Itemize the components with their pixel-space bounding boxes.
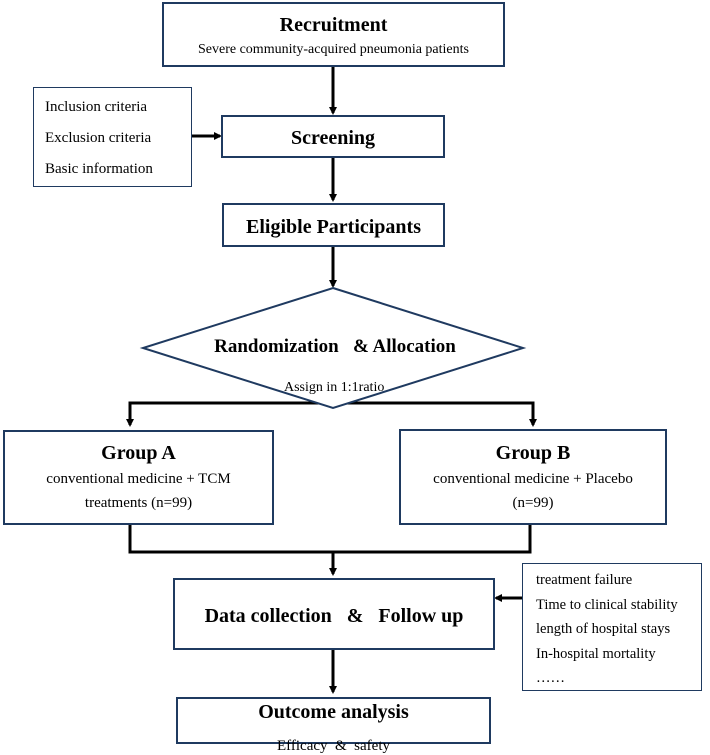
screening-box: Screening [221,115,445,158]
recruitment-subtitle: Severe community-acquired pneumonia pati… [198,42,469,57]
outcome-item: length of hospital stays [536,621,671,637]
outcome-item: treatment failure [536,572,633,588]
criteria-item: Inclusion criteria [45,99,148,115]
group-a-line1: conventional medicine + TCM [46,471,231,487]
assign-ratio-note: Assign in 1:1ratio [284,380,385,395]
group-b-line1: conventional medicine + Placebo [433,471,633,487]
eligible-title: Eligible Participants [246,216,421,238]
group-b-title: Group B [495,442,571,464]
eligible-box: Eligible Participants [222,203,445,247]
randomization-label: Randomization & Allocation [214,336,456,357]
criteria-item: Basic information [45,161,153,177]
group-b-box: Group B conventional medicine + Placebo … [399,429,667,525]
criteria-box: Inclusion criteria Exclusion criteria Ba… [33,87,192,187]
outcome-analysis-box: Outcome analysis Efficacy & safety [176,697,491,754]
recruitment-box: Recruitment Severe community-acquired pn… [162,2,505,67]
criteria-item: Exclusion criteria [45,130,152,146]
outcomes-box: treatment failure Time to clinical stabi… [522,563,702,691]
group-b-line2: (n=99) [512,495,554,511]
outcome-item: Time to clinical stability [536,596,678,613]
group-a-line2: treatments (n=99) [84,495,193,511]
data-collection-title: Data collection & Follow up [204,605,464,627]
data-collection-box: Data collection & Follow up [173,578,495,650]
outcome-analysis-title: Outcome analysis [258,701,409,723]
recruitment-title: Recruitment [279,14,388,36]
merge-line [128,525,532,554]
randomization-diamond [139,286,527,410]
group-a-box: Group A conventional medicine + TCM trea… [3,430,274,525]
outcome-analysis-subtitle: Efficacy & safety [276,738,390,754]
outcome-item: In-hospital mortality [536,645,656,662]
outcome-item: …… [536,670,565,686]
screening-title: Screening [290,127,376,149]
group-a-title: Group A [101,442,176,464]
